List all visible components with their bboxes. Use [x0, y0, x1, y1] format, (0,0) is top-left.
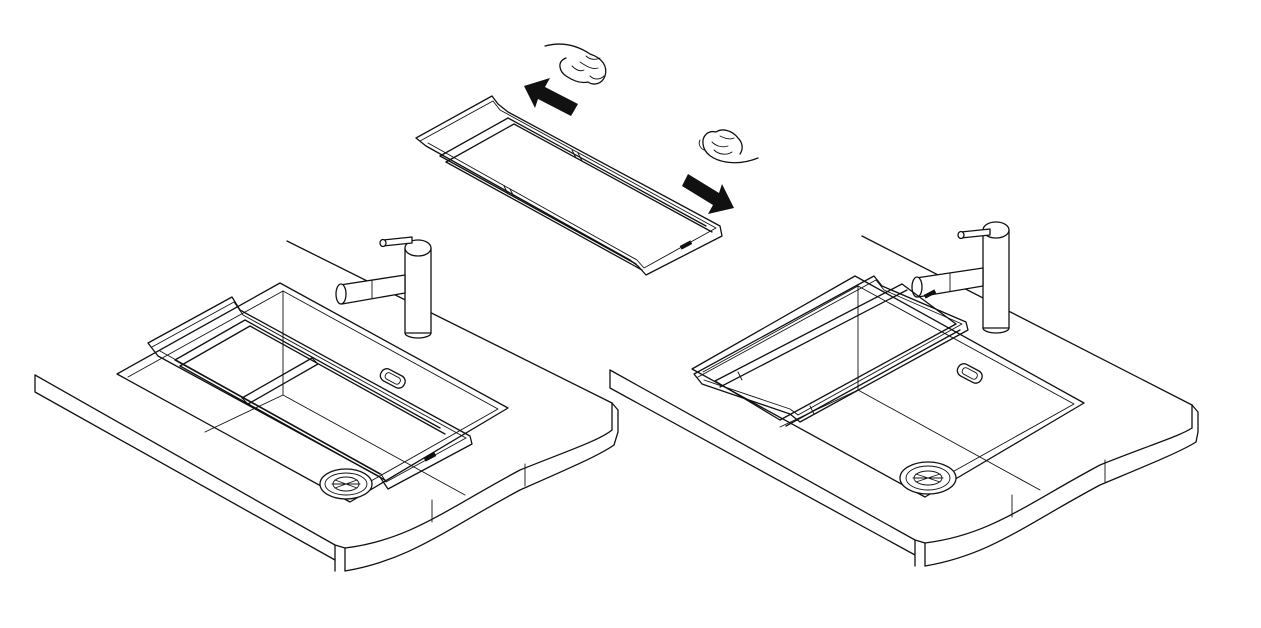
left-countertop: [34, 240, 619, 572]
arrow-left-icon: [524, 78, 578, 116]
left-sink-scene: [34, 236, 619, 572]
hand-icon: [698, 129, 759, 164]
left-sink-basin: [116, 282, 509, 503]
right-overflow-icon: [956, 363, 983, 384]
right-countertop: [609, 235, 1199, 567]
right-sink-rack-icon: [693, 275, 969, 427]
left-faucet-icon: [335, 236, 432, 339]
right-faucet-icon: [911, 221, 1010, 334]
top-adjust-scene: [415, 43, 759, 276]
hand-icon: [544, 43, 607, 85]
right-sink-basin: [691, 275, 1085, 498]
right-sink-scene: [609, 221, 1199, 567]
arrow-right-icon: [682, 174, 734, 214]
left-overflow-icon: [379, 368, 406, 389]
left-drain-icon: [319, 468, 373, 500]
left-sink-rack-icon: [147, 296, 473, 490]
telescopic-rack-icon: [415, 95, 723, 276]
right-drain-icon: [899, 461, 957, 495]
